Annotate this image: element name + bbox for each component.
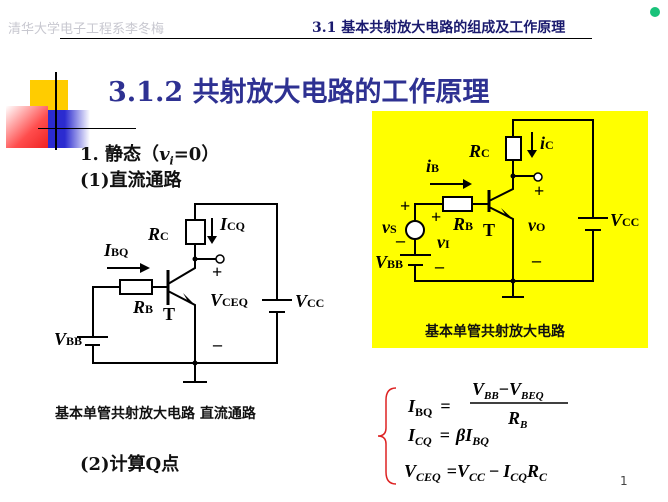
header-divider: [60, 38, 592, 39]
svg-text:VCEQ: VCEQ: [210, 290, 248, 310]
static-prefix: 1. 静态（: [80, 144, 160, 165]
calc-heading: (2)计算Q点: [80, 454, 180, 475]
static-var: v: [159, 144, 170, 165]
decor-vline: [55, 72, 57, 150]
rb-resistor: [119, 279, 153, 295]
svg-text:VCC: VCC: [295, 291, 324, 311]
svg-text:vI: vI: [437, 232, 450, 252]
svg-text:RB: RB: [132, 297, 153, 317]
svg-text:–: –: [395, 230, 406, 250]
output-terminal-2: [533, 172, 543, 182]
header-section: 3.1 基本共射放大电路的组成及工作原理: [312, 20, 566, 36]
output-terminal: [215, 254, 225, 264]
svg-text:RB: RB: [452, 214, 473, 234]
formula-ibq-denominator: RB: [507, 408, 527, 431]
rc-resistor-2: [505, 136, 522, 161]
formula-icq: ICQ=βIBQ: [407, 425, 489, 448]
static-suffix: =0）: [173, 144, 220, 165]
rb-resistor-2: [442, 196, 473, 212]
svg-text:vO: vO: [528, 215, 545, 235]
formula-ibq-lhs: IBQ=: [407, 396, 451, 419]
page-number: 1: [620, 474, 628, 488]
left-circuit-labels: RC ICQ IBQ RB T + VCEQ – VCC VBB: [54, 214, 324, 354]
left-circuit-caption: 基本单管共射放大电路 直流通路: [55, 406, 256, 422]
emitter-arrow-icon: [183, 293, 195, 305]
header-author: 清华大学电子工程系李冬梅: [8, 22, 165, 37]
svg-text:iB: iB: [426, 156, 439, 176]
static-heading: 1. 静态（vi=0）: [80, 140, 219, 168]
svg-text:VBB: VBB: [54, 329, 82, 349]
svg-text:ICQ: ICQ: [219, 214, 245, 234]
right-circuit-caption: 基本单管共射放大电路: [425, 324, 565, 340]
svg-text:+: +: [212, 262, 222, 282]
slide-title: 3.1.2 共射放大电路的工作原理: [108, 77, 490, 108]
decor-red-square: [6, 106, 48, 148]
right-circuit-parts: [400, 132, 608, 284]
right-circuit-labels: RC iC iB RB T + + + vO vS – vI VBB – – V…: [375, 133, 639, 276]
left-circuit-wires: [92, 203, 278, 383]
svg-text:IBQ: IBQ: [103, 240, 128, 260]
svg-text:VBB: VBB: [375, 252, 403, 272]
status-dot: [650, 7, 660, 17]
svg-text:–: –: [212, 334, 223, 354]
vs-source: [405, 220, 425, 240]
svg-text:VCC: VCC: [610, 210, 639, 230]
svg-text:–: –: [434, 256, 445, 276]
svg-text:RC: RC: [147, 224, 169, 244]
svg-text:+: +: [534, 181, 544, 201]
formula-ibq-numerator: VBB−VBEQ: [472, 379, 544, 402]
formula-vceq: VCEQ=VCC−ICQRC: [404, 461, 548, 484]
emitter-arrow-icon-2: [501, 208, 513, 219]
static-sub: i: [169, 154, 174, 168]
formula-brace: [377, 387, 397, 485]
svg-text:+: +: [400, 196, 410, 216]
svg-text:T: T: [163, 304, 175, 324]
svg-text:+: +: [431, 207, 441, 227]
decor-hline: [38, 128, 136, 129]
left-circuit-parts: [77, 218, 292, 366]
svg-text:iC: iC: [540, 133, 554, 153]
svg-text:RC: RC: [468, 141, 490, 161]
svg-text:vS: vS: [382, 217, 397, 237]
svg-text:–: –: [531, 250, 542, 270]
formulas: IBQ= VBB−VBEQ RB ICQ=βIBQ VCEQ=VCC−ICQRC: [404, 379, 568, 484]
dc-path-heading: (1)直流通路: [80, 170, 182, 191]
svg-text:T: T: [483, 220, 495, 240]
rc-resistor: [185, 219, 206, 245]
